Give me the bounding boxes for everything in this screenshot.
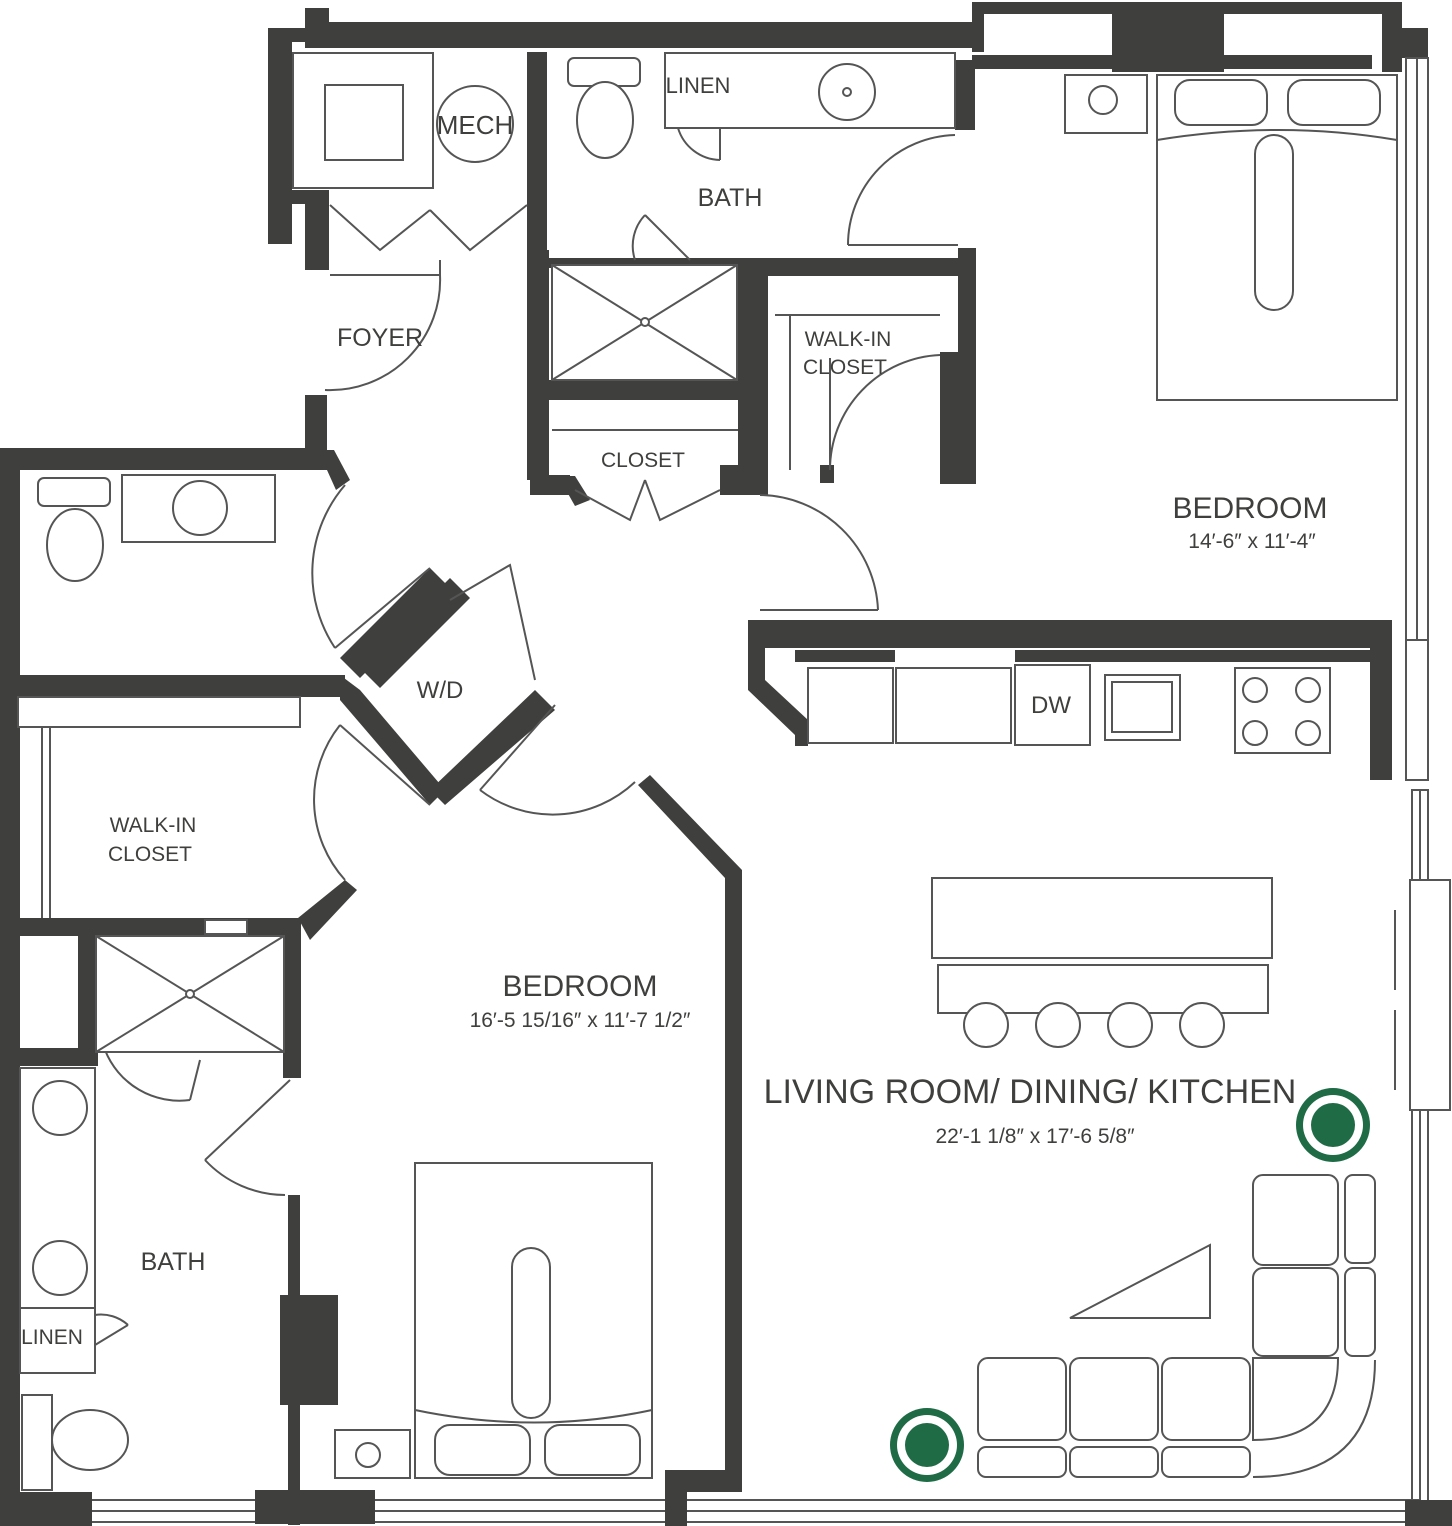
label-linen-left: LINEN	[21, 1326, 83, 1349]
label-mech: MECH	[437, 110, 514, 140]
label-wd: W/D	[417, 677, 464, 704]
label-dw: DW	[1031, 692, 1071, 719]
label-living-dim: 22′-1 1/8″ x 17′-6 5/8″	[935, 1125, 1135, 1148]
label-linen-top: LINEN	[666, 73, 731, 98]
label-bedroom-right: BEDROOM	[1172, 492, 1327, 525]
label-walkin-top-2: CLOSET	[803, 356, 887, 379]
label-bedroom-left: BEDROOM	[502, 970, 657, 1003]
label-closet-top: CLOSET	[601, 449, 685, 472]
room-labels: MECH LINEN BATH FOYER WALK-IN CLOSET CLO…	[21, 73, 1327, 1349]
label-walkin-left-1: WALK-IN	[110, 814, 197, 837]
label-foyer: FOYER	[337, 324, 423, 352]
label-walkin-top-1: WALK-IN	[805, 328, 892, 351]
label-walkin-left-2: CLOSET	[108, 843, 192, 866]
fixtures	[17, 52, 1398, 1491]
label-bedroom-left-dim: 16′-5 15/16″ x 11′-7 1/2″	[470, 1009, 691, 1032]
label-bath-left: BATH	[141, 1248, 206, 1276]
door-swings	[94, 127, 958, 1346]
label-bath-top: BATH	[698, 184, 763, 212]
label-living: LIVING ROOM/ DINING/ KITCHEN	[764, 1073, 1297, 1111]
label-bedroom-right-dim: 14′-6″ x 11′-4″	[1188, 530, 1316, 553]
